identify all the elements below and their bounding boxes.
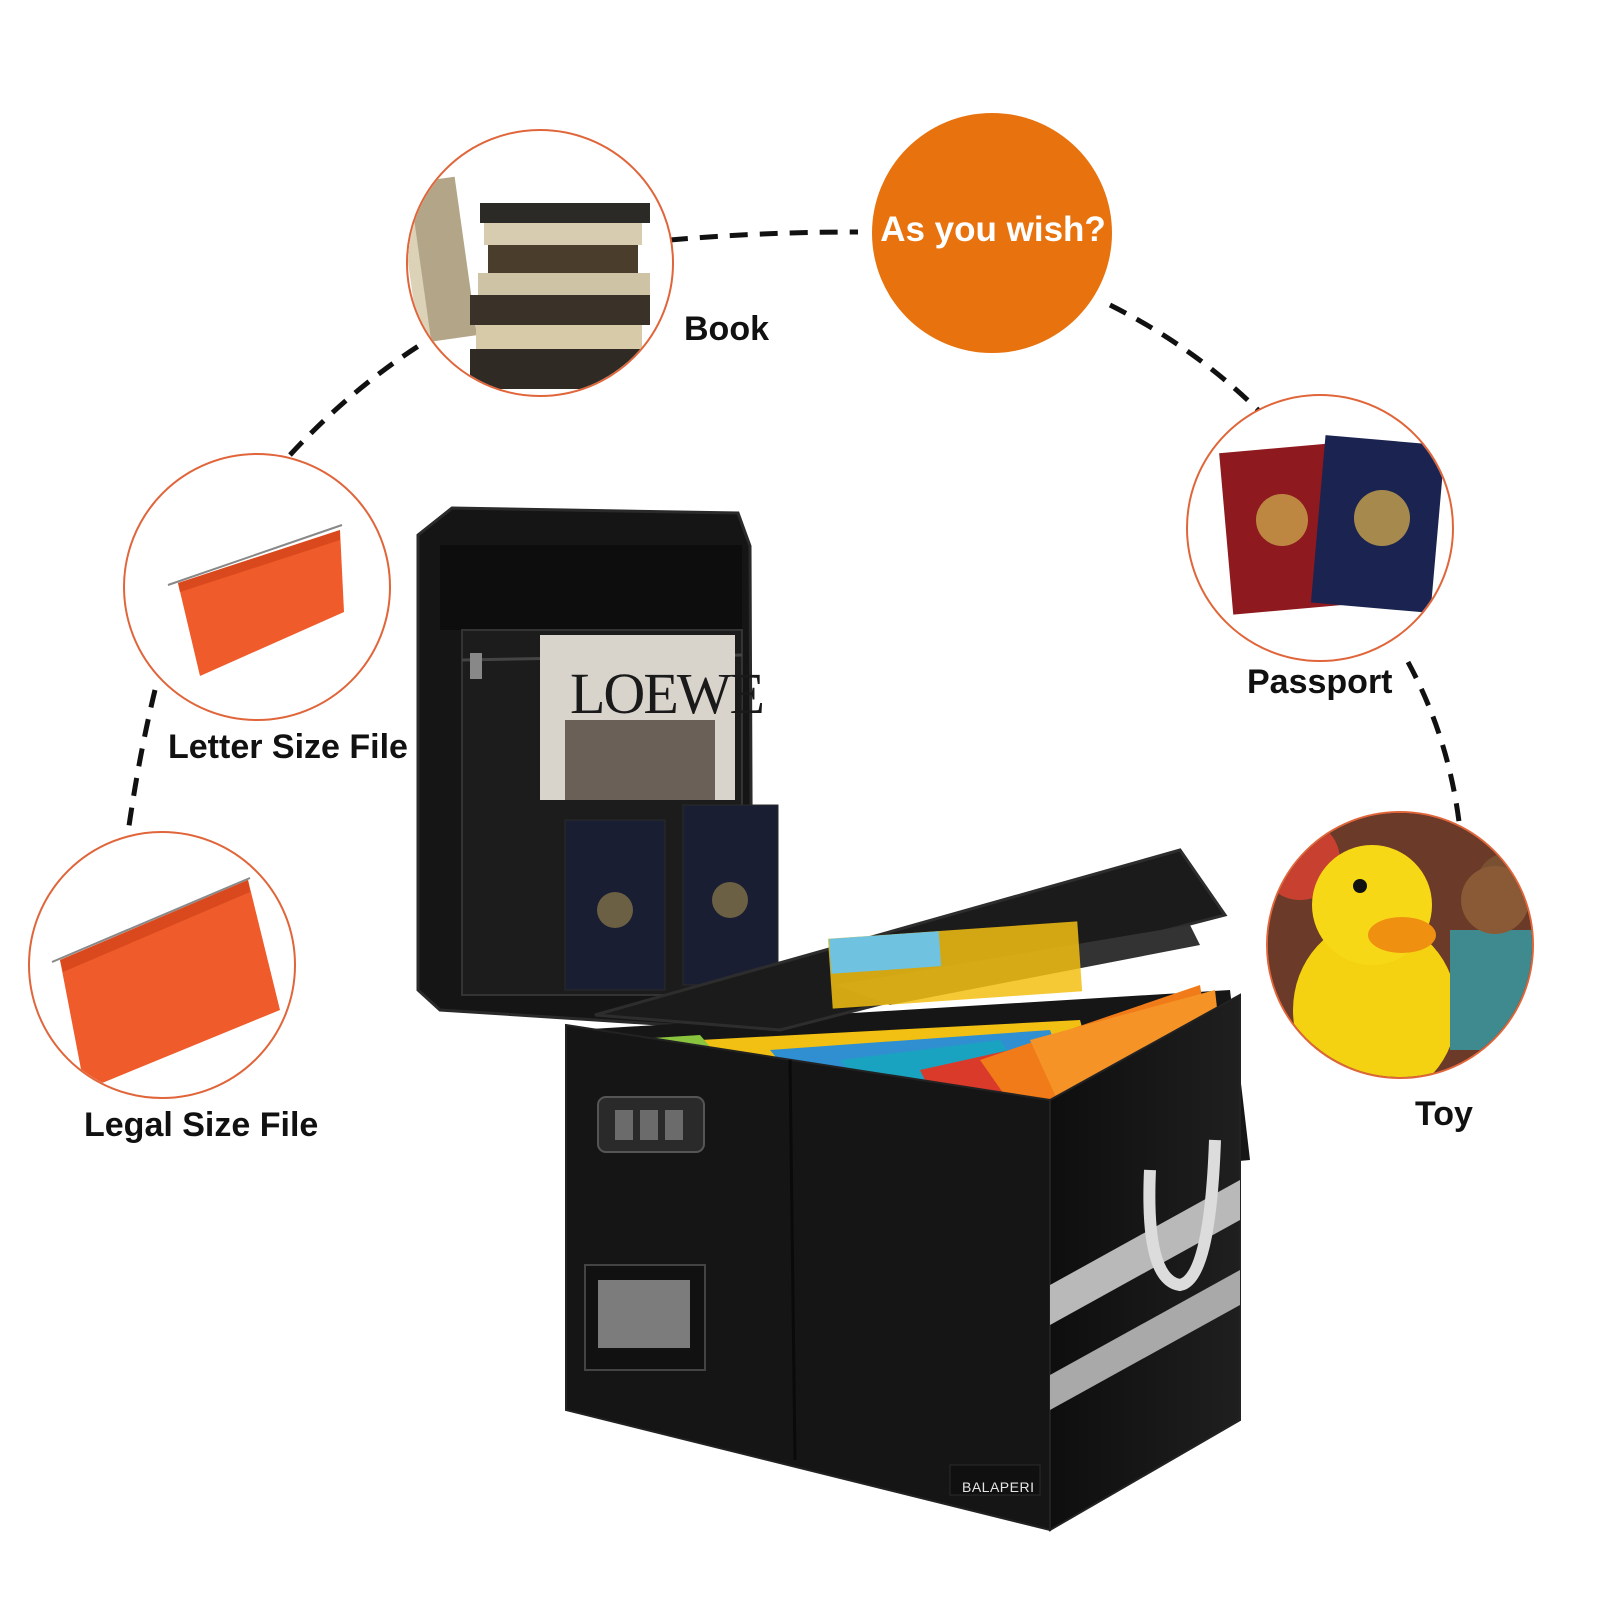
legal-size-circle	[28, 831, 296, 1099]
hanging-folder-icon	[51, 877, 280, 1090]
passport-label: Passport	[1247, 663, 1393, 701]
toy-circle	[1266, 811, 1534, 1079]
reflective-stripe	[1050, 1270, 1240, 1410]
file-box-product	[416, 506, 1250, 1532]
magazine-title: LOEWE	[570, 661, 765, 726]
brand-tag	[949, 1464, 1041, 1496]
book-stack-icon	[408, 176, 650, 389]
reflective-stripe	[1050, 1180, 1240, 1325]
letter-size-file-label: Letter Size File	[168, 728, 408, 766]
carry-handle[interactable]	[1143, 1139, 1221, 1292]
toy-icon	[1268, 813, 1532, 1077]
passport-circle	[1186, 394, 1454, 662]
as-you-wish-text: As you wish?	[880, 210, 1106, 249]
legal-size-file-label: Legal Size File	[84, 1106, 319, 1144]
passport-icon	[1219, 435, 1446, 615]
dashed-connector	[124, 229, 1463, 841]
book-circle	[406, 129, 674, 397]
as-you-wish-circle	[872, 113, 1112, 353]
book-label: Book	[684, 310, 769, 348]
brand-name: BALAPERI	[962, 1479, 1035, 1495]
letter-size-circle	[123, 453, 391, 721]
hanging-folder-icon	[167, 524, 344, 676]
toy-label: Toy	[1415, 1095, 1473, 1133]
